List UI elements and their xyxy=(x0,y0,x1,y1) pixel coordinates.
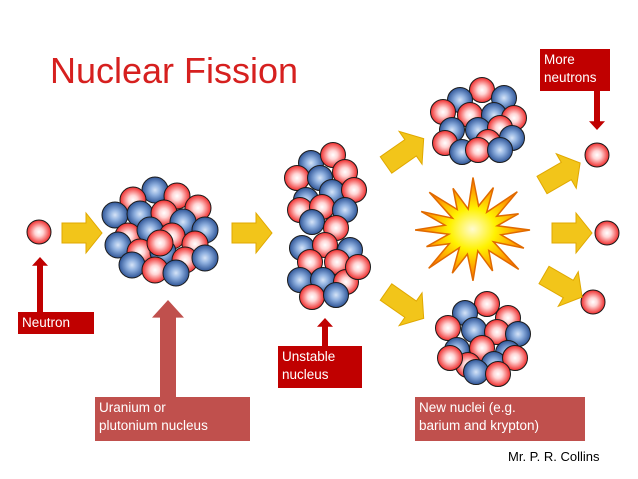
proton-particle xyxy=(146,229,174,257)
flow-arrow xyxy=(379,283,425,327)
proton-particle xyxy=(502,345,528,371)
more-neutrons-label: More neutrons xyxy=(540,49,610,91)
unstable-label-line-2: nucleus xyxy=(282,367,329,382)
uranium-label: Uranium or plutonium nucleus xyxy=(95,397,250,441)
more-neutrons-label-line-1: More xyxy=(544,52,575,67)
proton-particle xyxy=(437,345,463,371)
released-neutron xyxy=(594,220,620,246)
uranium-label-line-2: plutonium nucleus xyxy=(99,418,208,433)
neutron-particle xyxy=(487,137,513,163)
unstable-label-line-1: Unstable xyxy=(282,349,336,364)
neutron-label: Neutron xyxy=(18,312,94,334)
flow-arrow xyxy=(379,130,425,174)
proton-particle xyxy=(485,361,511,387)
proton-particle xyxy=(474,291,500,317)
author-credit: Mr. P. R. Collins xyxy=(508,449,600,464)
neutron-particle xyxy=(299,209,325,235)
proton-particle xyxy=(345,254,371,280)
flow-arrow xyxy=(538,265,583,308)
released-neutron xyxy=(584,142,610,168)
proton-particle xyxy=(284,165,310,191)
flow-arrow xyxy=(231,211,273,255)
neutron-particle xyxy=(162,259,190,287)
new-nuclei-label: New nuclei (e.g. barium and krypton) xyxy=(415,397,585,441)
flow-arrow xyxy=(536,152,581,195)
incoming-neutron xyxy=(26,219,52,245)
uranium-pointer-arrow xyxy=(152,300,184,397)
page-title: Nuclear Fission xyxy=(50,50,299,91)
unstable-nucleus-label: Unstable nucleus xyxy=(278,346,362,388)
proton-particle xyxy=(435,315,461,341)
more-neutrons-pointer-arrow xyxy=(589,91,605,130)
flow-arrow xyxy=(61,211,103,255)
proton-particle xyxy=(465,137,491,163)
upper-new-nucleus xyxy=(430,77,527,165)
explosion-burst xyxy=(414,177,531,281)
flow-arrow xyxy=(551,211,593,255)
new-nuclei-label-line-1: New nuclei (e.g. xyxy=(419,400,516,415)
neutron-pointer-arrow xyxy=(32,257,48,312)
neutron-particle xyxy=(463,359,489,385)
released-neutron xyxy=(580,289,606,315)
new-nuclei-label-line-2: barium and krypton) xyxy=(419,418,540,433)
neutron-particle xyxy=(191,244,219,272)
uranium-nucleus xyxy=(101,176,219,287)
neutron-label-text: Neutron xyxy=(22,315,71,330)
lower-new-nucleus xyxy=(435,291,531,387)
neutron-particle xyxy=(118,251,146,279)
neutron-particle xyxy=(323,282,349,308)
proton-particle xyxy=(299,284,325,310)
proton-particle xyxy=(469,77,495,103)
uranium-label-line-1: Uranium or xyxy=(99,400,166,415)
more-neutrons-label-line-2: neutrons xyxy=(544,70,597,85)
unstable-pointer-arrow xyxy=(317,318,333,346)
unstable-nucleus xyxy=(284,142,371,310)
